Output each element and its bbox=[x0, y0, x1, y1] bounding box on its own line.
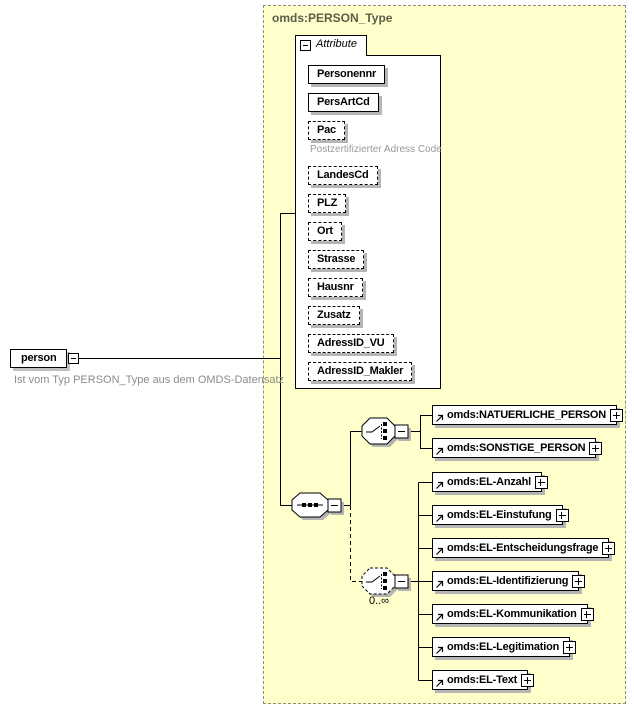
attribute-node-hausnr[interactable]: Hausnr bbox=[308, 278, 363, 297]
attribute-node-personennr[interactable]: Personennr bbox=[308, 65, 386, 84]
element-ref-icon bbox=[436, 447, 444, 455]
attributes-tab: Attribute bbox=[295, 35, 367, 56]
expand-element-button[interactable] bbox=[572, 575, 586, 588]
attribute-node-strasse[interactable]: Strasse bbox=[308, 250, 365, 269]
expand-element-button[interactable] bbox=[610, 409, 623, 422]
expand-element-button[interactable] bbox=[580, 608, 594, 621]
element-ref-icon bbox=[436, 580, 444, 588]
person-annotation: Ist vom Typ PERSON_Type aus dem OMDS-Dat… bbox=[14, 374, 285, 386]
attribute-node-persartcd[interactable]: PersArtCd bbox=[308, 93, 379, 112]
element-ref-icon bbox=[436, 414, 444, 422]
expand-element-button[interactable] bbox=[602, 542, 616, 555]
attribute-node-adressid-makler[interactable]: AdressID_Makler bbox=[308, 362, 413, 381]
element-ref-icon bbox=[436, 613, 444, 621]
expand-element-button[interactable] bbox=[534, 476, 548, 489]
element-label: omds:EL-Legitimation bbox=[447, 641, 560, 653]
element-node-el-entscheidungsfrage[interactable]: omds:EL-Entscheidungsfrage bbox=[432, 538, 616, 558]
collapse-attributes-button[interactable] bbox=[300, 40, 311, 51]
element-node-sonstige-person[interactable]: omds:SONSTIGE_PERSON bbox=[432, 438, 603, 458]
element-node-el-anzahl[interactable]: omds:EL-Anzahl bbox=[432, 472, 548, 492]
attribute-node-ort[interactable]: Ort bbox=[308, 222, 342, 241]
expand-element-button[interactable] bbox=[521, 674, 535, 687]
element-ref-icon bbox=[436, 547, 444, 555]
element-label: omds:NATUERLICHE_PERSON bbox=[447, 409, 606, 421]
expand-element-button[interactable] bbox=[563, 641, 577, 654]
element-ref-icon bbox=[436, 679, 444, 687]
attribute-annotation: Postzertifizierter Adress Code bbox=[310, 144, 442, 155]
element-label: omds:SONSTIGE_PERSON bbox=[447, 442, 586, 454]
element-node-el-kommunikation[interactable]: omds:EL-Kommunikation bbox=[432, 604, 594, 624]
element-label: omds:EL-Identifizierung bbox=[447, 575, 569, 587]
attribute-node-zusatz[interactable]: Zusatz bbox=[308, 306, 360, 325]
element-node-el-text[interactable]: omds:EL-Text bbox=[432, 670, 535, 690]
element-label: omds:EL-Text bbox=[447, 674, 518, 686]
attribute-node-adressid-vu[interactable]: AdressID_VU bbox=[308, 334, 394, 353]
person-element-node[interactable]: person bbox=[10, 349, 80, 368]
person-type-title: omds:PERSON_Type bbox=[272, 11, 393, 25]
element-node-el-einstufung[interactable]: omds:EL-Einstufung bbox=[432, 505, 569, 525]
element-node-el-legitimation[interactable]: omds:EL-Legitimation bbox=[432, 637, 577, 657]
attribute-node-landescd[interactable]: LandesCd bbox=[308, 166, 378, 185]
attribute-node-plz[interactable]: PLZ bbox=[308, 194, 347, 213]
element-label: omds:EL-Kommunikation bbox=[447, 608, 577, 620]
element-label: omds:EL-Anzahl bbox=[447, 476, 531, 488]
person-element-label: person bbox=[21, 352, 57, 364]
occurrence-label: 0..∞ bbox=[368, 595, 390, 607]
element-ref-icon bbox=[436, 646, 444, 654]
element-node-natuerliche-person[interactable]: omds:NATUERLICHE_PERSON bbox=[432, 405, 623, 425]
element-label: omds:EL-Einstufung bbox=[447, 509, 552, 521]
expand-element-button[interactable] bbox=[555, 509, 569, 522]
collapse-person-button[interactable] bbox=[68, 353, 80, 364]
element-ref-icon bbox=[436, 481, 444, 489]
element-node-el-identifizierung[interactable]: omds:EL-Identifizierung bbox=[432, 571, 586, 591]
expand-element-button[interactable] bbox=[589, 442, 603, 455]
element-ref-icon bbox=[436, 514, 444, 522]
attribute-node-pac[interactable]: Pac bbox=[308, 121, 345, 140]
element-label: omds:EL-Entscheidungsfrage bbox=[447, 542, 599, 554]
attributes-tab-label: Attribute bbox=[316, 38, 357, 50]
